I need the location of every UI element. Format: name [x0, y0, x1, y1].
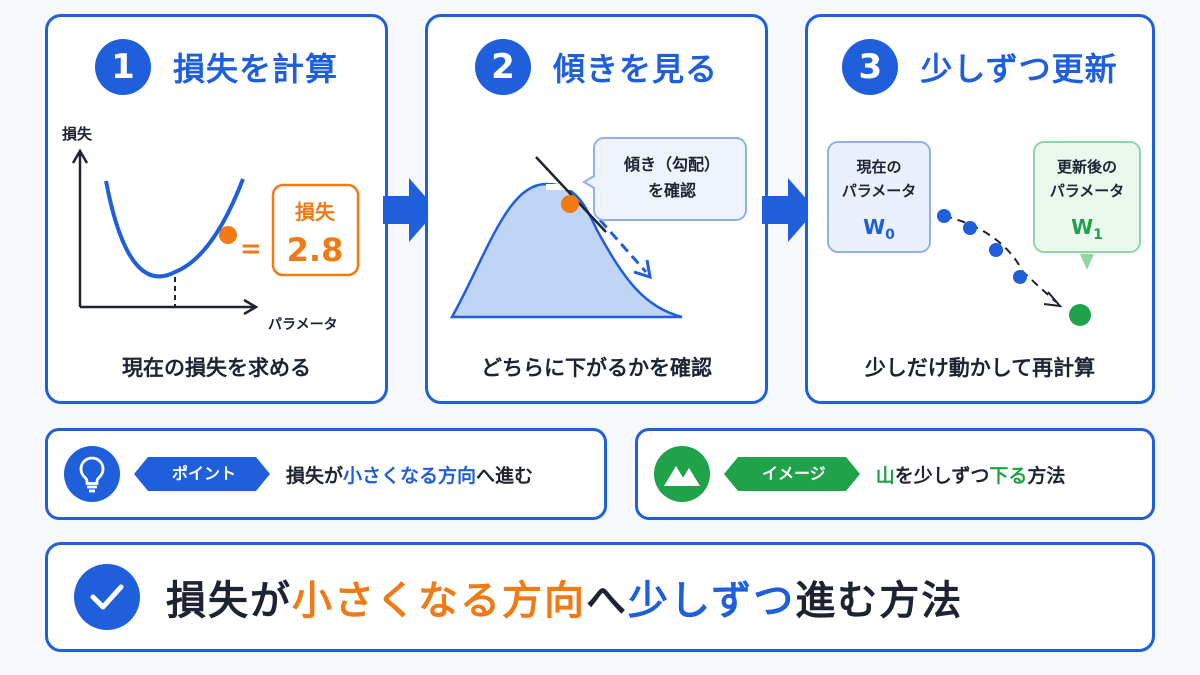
- callout-line-1: 傾き（勾配）: [623, 155, 720, 174]
- flow-arrow-2: [762, 178, 816, 242]
- updated-param-label-1: 更新後の: [1057, 158, 1117, 176]
- summary-text-a: 損失が: [166, 578, 292, 624]
- step-3-caption: 少しだけ動かして再計算: [864, 356, 1096, 380]
- updated-param-box: [1033, 141, 1141, 253]
- callout-box: [582, 137, 747, 221]
- point-text-a: 損失が: [286, 464, 344, 487]
- image-hint-text-d: 方法: [1027, 464, 1066, 487]
- loss-value-box: [271, 183, 360, 277]
- step-1-title: 損失を計算: [172, 50, 338, 88]
- point-text-c: へ進む: [476, 464, 534, 487]
- point-tag: ポイント: [133, 457, 271, 491]
- summary-text-e: 進む方法: [795, 578, 964, 624]
- summary-text-b: 小さくなる方向: [292, 578, 586, 624]
- current-param-w: W: [863, 215, 885, 239]
- loss-curve: [104, 178, 245, 279]
- equals-sign: =: [240, 234, 262, 264]
- current-param-box: [827, 141, 931, 253]
- step-3-header: 3 少しずつ更新: [808, 39, 1152, 95]
- x-axis-arrowhead: [243, 298, 259, 316]
- descent-arrowhead: [633, 259, 652, 280]
- image-hint-text-c: 下る: [989, 464, 1028, 487]
- image-hint-text-a: 山: [875, 464, 895, 487]
- step-3-number: 3: [842, 39, 899, 95]
- path-dot-2: [963, 221, 977, 235]
- callout-line-2: を確認: [648, 181, 696, 200]
- check-icon: [74, 564, 140, 630]
- step-1-header: 1 損失を計算: [48, 39, 385, 95]
- current-param-sub: 0: [885, 227, 895, 243]
- mountain-shape: [449, 182, 683, 319]
- loss-value-label: 損失: [295, 200, 336, 224]
- updated-param-label-2: パラメータ: [1050, 182, 1125, 200]
- mountain-icon: [654, 446, 710, 502]
- summary-text-d: 少しずつ: [628, 578, 796, 624]
- summary-text: 損失が小さくなる方向へ少しずつ進む方法: [166, 568, 963, 626]
- step-1-number: 1: [94, 39, 151, 95]
- flow-arrow-1: [383, 178, 437, 242]
- slope-graph: 傾き（勾配） を確認: [449, 137, 747, 319]
- point-panel: ポイント 損失が小さくなる方向へ進む: [45, 428, 607, 520]
- image-hint-panel: イメージ 山を少しずつ下る方法: [635, 428, 1155, 520]
- current-point: [219, 226, 237, 244]
- path-dot-1: [937, 209, 951, 223]
- loss-curve-graph: 損失 パラメータ = 損失 2.8: [62, 125, 360, 333]
- updated-param-pointer: [1080, 254, 1094, 270]
- updated-param-w: W: [1071, 215, 1093, 239]
- step-1-caption: 現在の損失を求める: [122, 356, 311, 380]
- updated-param-symbol: W1: [1071, 215, 1103, 243]
- step-2-title: 傾きを見る: [552, 50, 718, 88]
- x-axis-label: パラメータ: [268, 317, 338, 333]
- loss-value: 2.8: [287, 231, 344, 269]
- current-param-label-1: 現在の: [856, 158, 901, 176]
- step-1-panel: 1 損失を計算 損失 パラメータ = 損失 2.8 現在の損失を求める: [45, 14, 388, 404]
- step-2-header: 2 傾きを見る: [428, 39, 765, 95]
- summary-text-c: へ: [586, 578, 628, 624]
- point-text: 損失が小さくなる方向へ進む: [286, 461, 533, 488]
- path-dot-3: [989, 243, 1003, 257]
- current-param-symbol: W0: [863, 215, 895, 243]
- updated-point: [1069, 304, 1091, 326]
- y-axis-arrowhead: [71, 148, 89, 164]
- updated-param-sub: 1: [1093, 227, 1103, 243]
- step-3-title: 少しずつ更新: [920, 50, 1118, 88]
- step-3-panel: 3 少しずつ更新 現在の パラメータ W0 更新後の パラメータ W1 少しだけ…: [805, 14, 1155, 404]
- step-2-number: 2: [474, 39, 531, 95]
- update-graph: 現在の パラメータ W0 更新後の パラメータ W1: [827, 141, 1141, 326]
- step-2-panel: 2 傾きを見る 傾き（勾配） を確認 どちらに下がるかを確認: [425, 14, 768, 404]
- tangent-line: [535, 156, 607, 233]
- image-hint-text: 山を少しずつ下る方法: [876, 461, 1066, 488]
- point-text-b: 小さくなる方向: [343, 464, 477, 487]
- y-axis-label: 損失: [62, 125, 93, 143]
- current-param-label-2: パラメータ: [842, 182, 917, 200]
- update-path-arrowhead: [1043, 291, 1063, 308]
- step-2-caption: どちらに下がるかを確認: [481, 356, 712, 380]
- descent-arrow: [598, 219, 648, 273]
- image-hint-tag: イメージ: [724, 457, 860, 491]
- peak-highlight: [546, 184, 572, 190]
- lightbulb-icon: [64, 446, 120, 502]
- image-hint-text-b: を少しずつ: [894, 464, 990, 487]
- current-point: [561, 195, 579, 213]
- summary-panel: 損失が小さくなる方向へ少しずつ進む方法: [45, 542, 1155, 652]
- path-dot-4: [1013, 270, 1027, 284]
